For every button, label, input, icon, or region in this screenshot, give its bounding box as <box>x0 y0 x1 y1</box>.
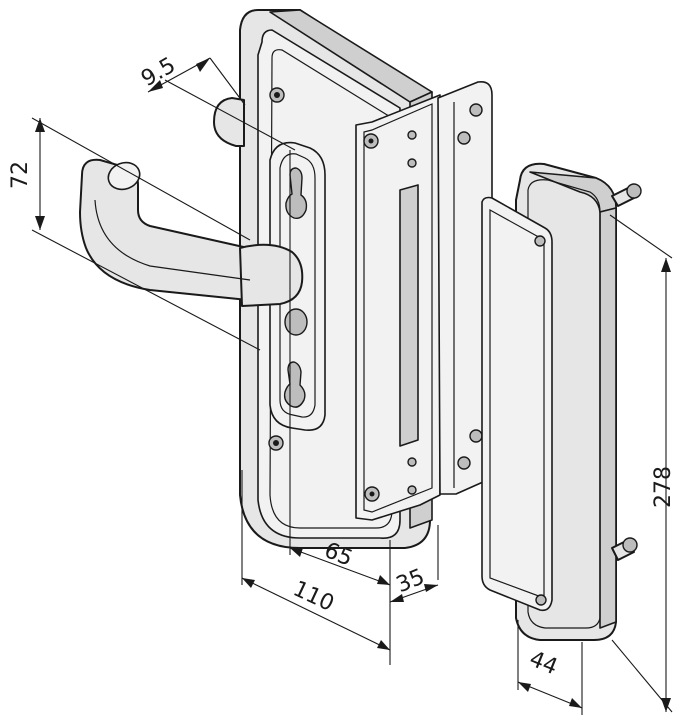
hole-icon <box>457 456 471 470</box>
screw-icon <box>268 435 284 451</box>
screw-icon <box>363 133 379 149</box>
spindle-hole-icon <box>284 308 308 336</box>
strike-box <box>481 162 642 641</box>
dimension-label-110: 110 <box>289 576 338 616</box>
dimension-label-44: 44 <box>526 647 561 681</box>
bolt-icon <box>611 183 642 207</box>
dimension-label-35: 35 <box>393 565 428 599</box>
hole-icon <box>469 429 483 443</box>
dimension-label-72: 72 <box>8 161 33 189</box>
lever-handle <box>79 97 304 307</box>
hole-icon <box>469 103 483 117</box>
dimension-label-9-5: 9.5 <box>137 53 180 92</box>
screw-icon <box>269 87 285 103</box>
faceplate <box>355 94 441 521</box>
dimension-label-278: 278 <box>651 466 676 508</box>
bolt-icon <box>611 537 638 561</box>
screw-icon <box>364 486 380 502</box>
angle-bracket <box>437 80 493 495</box>
dimension-lines <box>31 57 673 715</box>
hole-icon <box>457 131 471 145</box>
keyhole-icon <box>285 167 308 220</box>
